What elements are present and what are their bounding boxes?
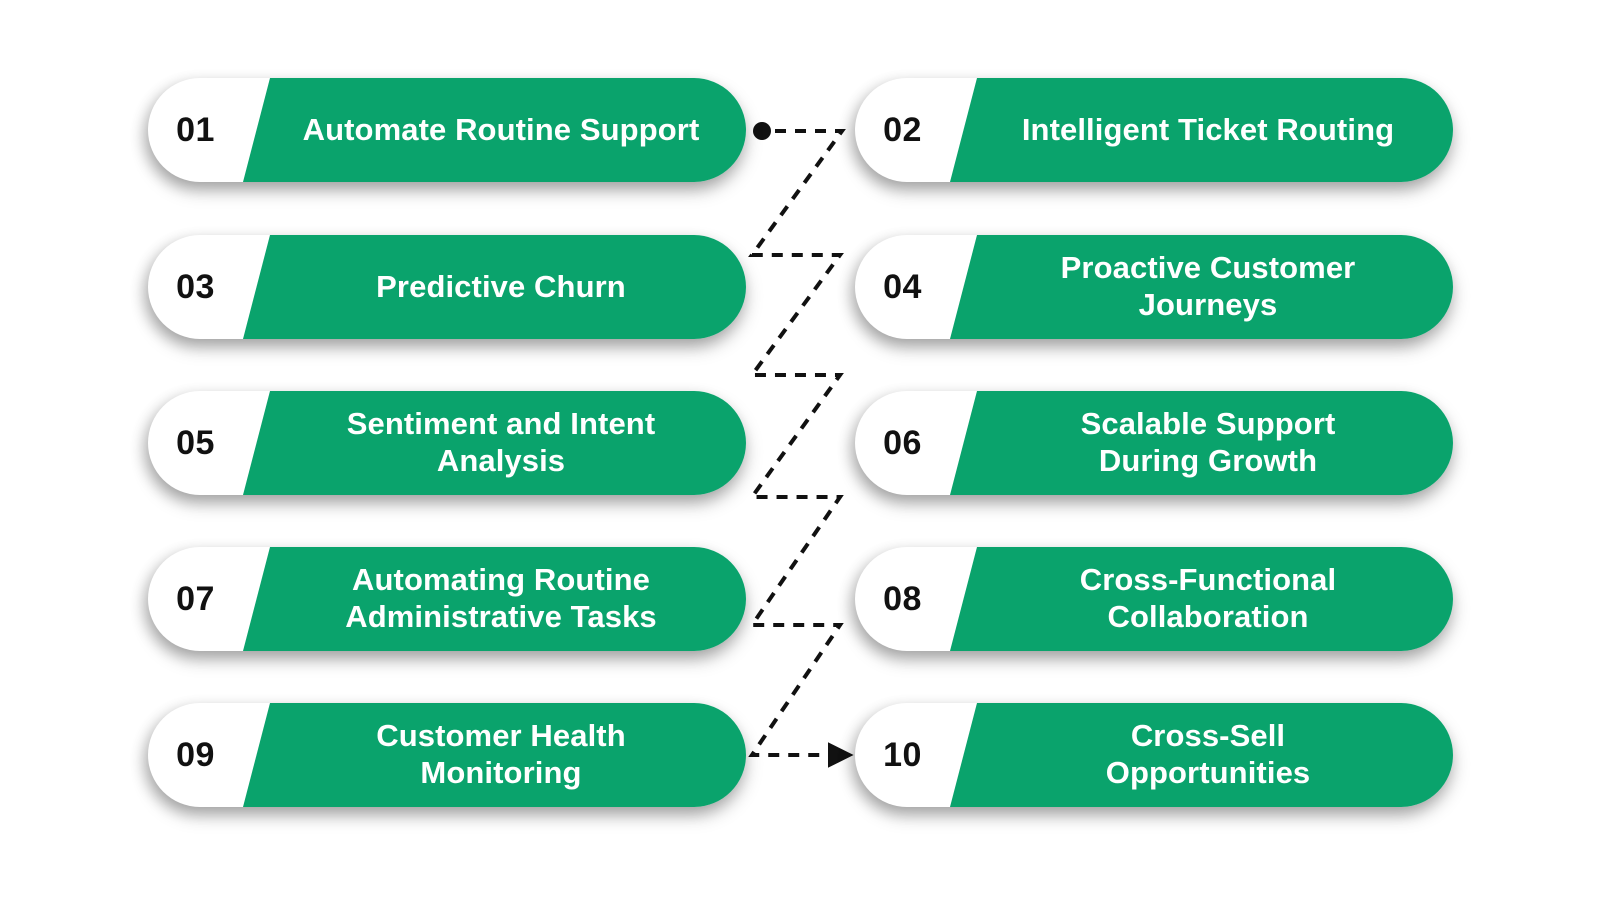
pill-label: Sentiment and Intent Analysis [346, 406, 656, 478]
pill-capsule: 04 Proactive Customer Journeys [855, 235, 1453, 339]
list-item-06[interactable]: 06 Scalable Support During Growth [855, 391, 1453, 495]
pill-number: 10 [883, 736, 922, 774]
list-item-01[interactable]: 01 Automate Routine Support [148, 78, 746, 182]
pill-capsule: 05 Sentiment and Intent Analysis [148, 391, 746, 495]
pill-capsule: 09 Customer Health Monitoring [148, 703, 746, 807]
list-item-03[interactable]: 03 Predictive Churn [148, 235, 746, 339]
pill-capsule: 02 Intelligent Ticket Routing [855, 78, 1453, 182]
pill-green-slab [243, 547, 746, 651]
pill-green-slab [950, 235, 1453, 339]
pill-label: Scalable Support During Growth [1080, 406, 1336, 478]
pill-number: 03 [176, 268, 215, 306]
pill-green-slab [243, 391, 746, 495]
list-item-09[interactable]: 09 Customer Health Monitoring [148, 703, 746, 807]
list-item-05[interactable]: 05 Sentiment and Intent Analysis [148, 391, 746, 495]
pill-number: 05 [176, 424, 215, 462]
pill-label: Intelligent Ticket Routing [1021, 111, 1395, 147]
pill-green-slab [950, 78, 1453, 182]
pill-number: 04 [883, 268, 922, 306]
list-item-02[interactable]: 02 Intelligent Ticket Routing [855, 78, 1453, 182]
pill-green-slab [950, 703, 1453, 807]
pill-green-slab [950, 391, 1453, 495]
pill-label: Cross-Sell Opportunities [1105, 718, 1311, 790]
pill-green-slab [243, 235, 746, 339]
list-item-08[interactable]: 08 Cross-Functional Collaboration [855, 547, 1453, 651]
pill-label: Cross-Functional Collaboration [1079, 562, 1337, 634]
pill-capsule: 06 Scalable Support During Growth [855, 391, 1453, 495]
connector-start-dot [753, 122, 771, 140]
pill-number: 02 [883, 111, 922, 149]
pill-capsule: 08 Cross-Functional Collaboration [855, 547, 1453, 651]
list-item-10[interactable]: 10 Cross-Sell Opportunities [855, 703, 1453, 807]
pill-capsule: 01 Automate Routine Support [148, 78, 746, 182]
pill-number: 01 [176, 111, 215, 149]
pill-number: 07 [176, 580, 215, 618]
pill-capsule: 07 Automating Routine Administrative Tas… [148, 547, 746, 651]
pill-number: 09 [176, 736, 215, 774]
pill-label: Predictive Churn [376, 268, 626, 304]
pill-number: 06 [883, 424, 922, 462]
pill-number: 08 [883, 580, 922, 618]
pill-green-slab [950, 547, 1453, 651]
connector-dashed-zigzag [748, 129, 854, 768]
list-item-07[interactable]: 07 Automating Routine Administrative Tas… [148, 547, 746, 651]
pill-capsule: 10 Cross-Sell Opportunities [855, 703, 1453, 807]
pill-green-slab [243, 78, 746, 182]
pill-capsule: 03 Predictive Churn [148, 235, 746, 339]
pill-label: Proactive Customer Journeys [1060, 250, 1356, 322]
pill-label: Automating Routine Administrative Tasks [345, 562, 657, 634]
pill-green-slab [243, 703, 746, 807]
pill-label: Customer Health Monitoring [376, 718, 626, 790]
list-item-04[interactable]: 04 Proactive Customer Journeys [855, 235, 1453, 339]
pill-label: Automate Routine Support [302, 111, 700, 147]
